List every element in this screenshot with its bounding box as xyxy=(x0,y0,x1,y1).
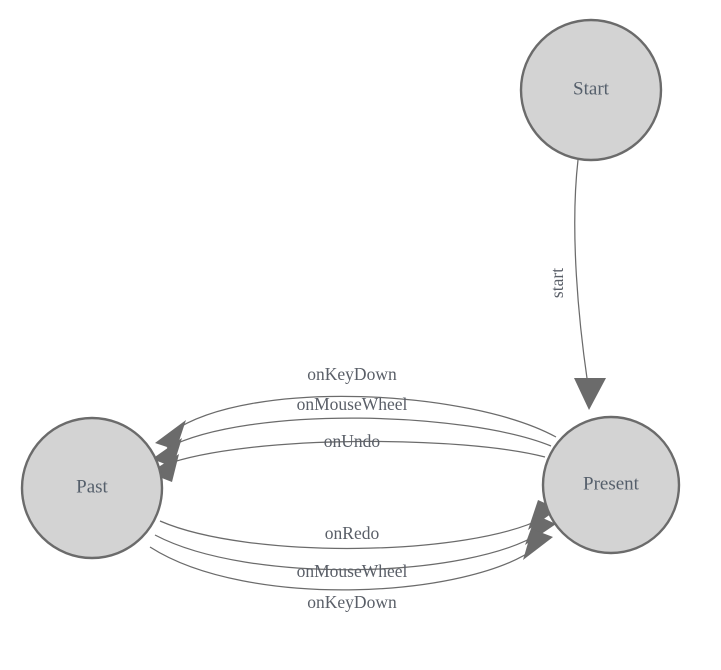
edge-label-present-to-past-undo: onUndo xyxy=(324,431,381,451)
edge-label-past-to-present-mousewheel: onMouseWheel xyxy=(297,561,408,581)
node-present-label: Present xyxy=(583,473,640,494)
edge-start-to-present[interactable]: start xyxy=(547,159,606,410)
edge-path-past-to-present-mousewheel xyxy=(154,532,541,571)
node-start[interactable]: Start xyxy=(519,18,663,162)
node-start-circle xyxy=(519,18,663,162)
edge-past-to-present-redo[interactable]: onRedo xyxy=(159,500,558,550)
edge-label-present-to-past-keydown: onKeyDown xyxy=(307,364,397,384)
edge-label-past-to-present-keydown: onKeyDown xyxy=(307,592,397,612)
edge-past-to-present-mousewheel[interactable]: onMouseWheel xyxy=(154,515,556,581)
edge-path-present-to-past-undo xyxy=(163,440,546,466)
arrowhead-present-to-past-keydown xyxy=(155,420,186,450)
edge-label-past-to-present-redo: onRedo xyxy=(325,523,380,543)
edge-present-to-past-undo[interactable]: onUndo xyxy=(149,431,546,482)
node-past-circle xyxy=(20,416,164,560)
edge-path-past-to-present-redo xyxy=(159,517,544,550)
edge-label-start-to-present: start xyxy=(547,268,567,298)
edge-label-present-to-past-mousewheel: onMouseWheel xyxy=(297,394,408,414)
arrowhead-past-to-present-keydown xyxy=(523,529,553,560)
edge-path-past-to-present-keydown xyxy=(149,546,538,591)
edge-path-start-to-present xyxy=(574,159,590,393)
edge-path-present-to-past-keydown xyxy=(171,395,557,438)
node-present-circle xyxy=(541,415,681,555)
node-past-label: Past xyxy=(76,476,108,497)
edge-past-to-present-keydown[interactable]: onKeyDown xyxy=(149,529,553,612)
node-present[interactable]: Present xyxy=(541,415,681,555)
node-past[interactable]: Past xyxy=(20,416,164,560)
node-start-label: Start xyxy=(573,78,610,99)
arrowhead-start-to-present xyxy=(574,378,606,410)
edge-path-present-to-past-mousewheel xyxy=(166,417,552,449)
